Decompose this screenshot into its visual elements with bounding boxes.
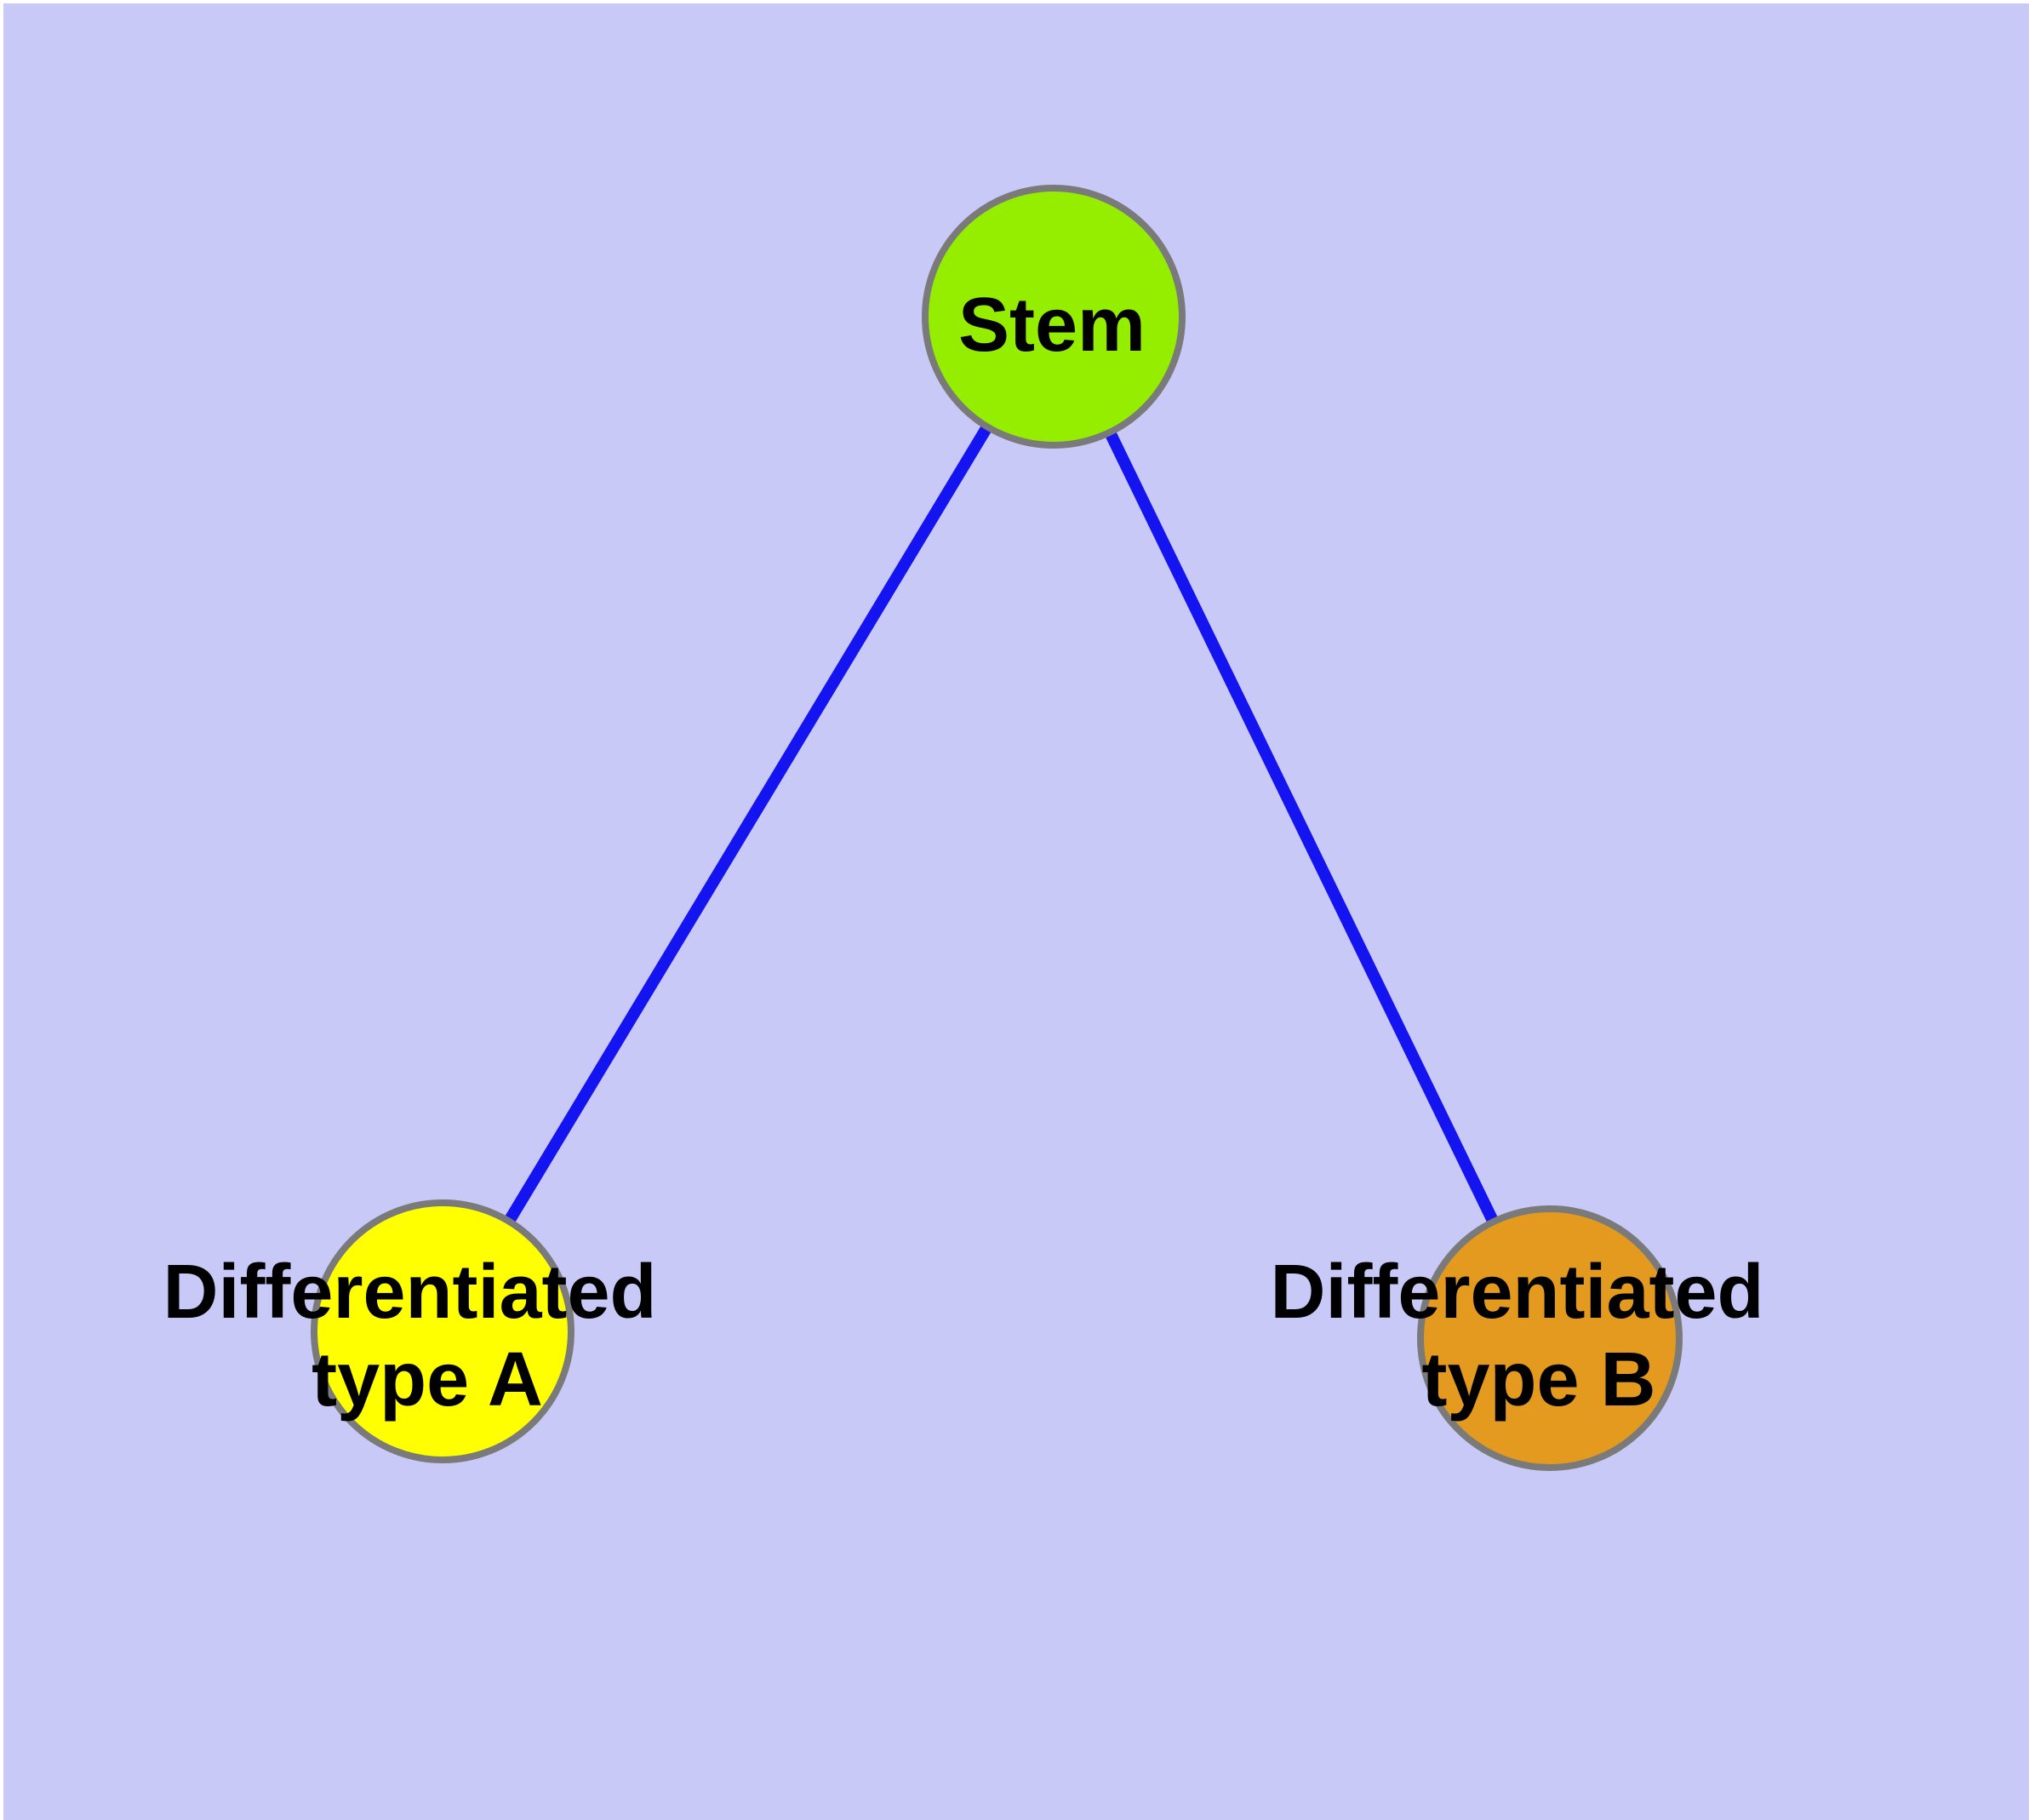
node-differentiated-type-b[interactable]: [1417, 1205, 1683, 1471]
node-label-differentiated-type-a-line2: type A: [311, 1337, 543, 1422]
edge-stem-to-differentiated-type-a[interactable]: [437, 313, 1059, 1335]
node-label-differentiated-type-a-line1: Differentiated: [163, 1250, 656, 1335]
node-label-differentiated-type-b: Differentiated type B: [1270, 1250, 1785, 1422]
node-differentiated-type-a[interactable]: [311, 1199, 574, 1463]
node-label-stem: Stem: [958, 283, 1146, 368]
node-label-differentiated-type-b-line2: type B: [1421, 1337, 1655, 1422]
node-label-differentiated-type-b-line1: Differentiated: [1270, 1250, 1763, 1335]
node-stem[interactable]: [922, 185, 1186, 449]
node-label-differentiated-type-a: Differentiated type A: [163, 1250, 677, 1422]
edge-stem-to-differentiated-type-b[interactable]: [1048, 313, 1556, 1342]
